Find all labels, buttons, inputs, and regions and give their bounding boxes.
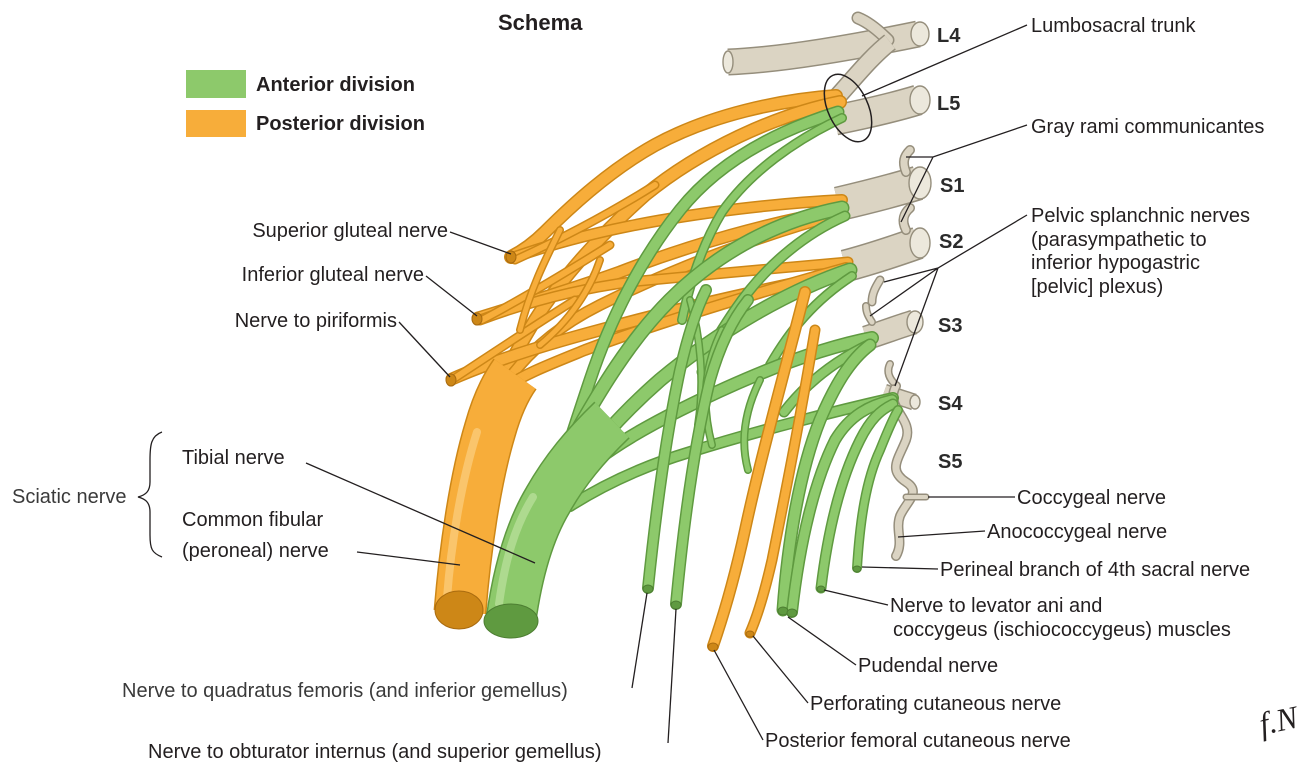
root-label-s3: S3	[938, 315, 962, 337]
quadratus-femoris-cut-end	[643, 585, 653, 593]
leader-perforating-cutaneous	[753, 636, 808, 703]
label-common-fibular-line2: (peroneal) nerve	[182, 540, 329, 562]
root-l5-cut-end	[910, 86, 930, 114]
label-obturator-internus: Nerve to obturator internus (and superio…	[148, 741, 602, 763]
label-inferior-gluteal: Inferior gluteal nerve	[242, 264, 424, 286]
root-label-s1: S1	[940, 175, 964, 197]
root-label-s2: S2	[939, 231, 963, 253]
root-label-s5: S5	[938, 451, 962, 473]
leader-superior-gluteal	[450, 232, 511, 254]
obturator-internus-cut-end	[671, 601, 681, 609]
leader-quadratus-femoris	[632, 593, 647, 688]
leader-posterior-femoral-cutaneous	[714, 650, 763, 740]
root-label-l5: L5	[937, 93, 960, 115]
label-sciatic: Sciatic nerve	[12, 486, 127, 508]
leader-pudendal	[788, 617, 856, 665]
posterior-femoral-cutaneous-cut-end	[708, 643, 718, 651]
sciatic-brace	[138, 432, 162, 557]
leader-anococcygeal	[898, 531, 985, 537]
label-pelvic-splanchnic-line3: inferior hypogastric	[1031, 252, 1200, 274]
label-gray-rami: Gray rami communicantes	[1031, 116, 1264, 138]
label-levator-ani-line2: coccygeus (ischiococcygeus) muscles	[893, 619, 1231, 641]
label-superior-gluteal: Superior gluteal nerve	[252, 220, 448, 242]
perforating-cutaneous-cut-end	[746, 631, 754, 637]
leader-piriformis	[399, 322, 450, 377]
root-s1	[838, 183, 918, 204]
label-pudendal: Pudendal nerve	[858, 655, 998, 677]
leader-perineal-branch	[862, 567, 938, 569]
label-quadratus-femoris: Nerve to quadratus femoris (and inferior…	[122, 680, 568, 702]
diagram-title: Schema	[498, 10, 583, 35]
label-perineal-branch: Perineal branch of 4th sacral nerve	[940, 559, 1250, 581]
pudendal-cut-end	[778, 607, 788, 615]
artist-signature: f.N	[1256, 698, 1303, 742]
label-pelvic-splanchnic-line4: [pelvic] plexus)	[1031, 276, 1163, 298]
legend-swatch-anterior	[186, 70, 246, 98]
legend-swatch-posterior	[186, 110, 246, 137]
label-anococcygeal: Anococcygeal nerve	[987, 521, 1167, 543]
pudendal-cut-end	[787, 609, 797, 617]
piriformis-nerve-cut-end	[446, 374, 456, 386]
legend-label-anterior: Anterior division	[256, 74, 415, 96]
perineal-branch-cut-end	[853, 566, 861, 572]
label-tibial: Tibial nerve	[182, 447, 285, 469]
sciatic-tibial-trunk	[511, 420, 612, 620]
levator-ani-cut-end	[817, 586, 825, 592]
label-piriformis: Nerve to piriformis	[235, 310, 397, 332]
leader-levator-ani	[824, 590, 888, 605]
root-s2-cut-end	[910, 228, 930, 258]
tibial-cut-face	[484, 604, 538, 638]
label-levator-ani-line1: Nerve to levator ani and	[890, 595, 1102, 617]
label-pelvic-splanchnic-line1: Pelvic splanchnic nerves	[1031, 205, 1250, 227]
label-perforating-cutaneous: Perforating cutaneous nerve	[810, 693, 1061, 715]
root-l4-cut-end	[911, 22, 929, 46]
label-lumbosacral-trunk: Lumbosacral trunk	[1031, 15, 1197, 37]
root-label-s4: S4	[938, 393, 963, 415]
root-l4-lumbar-cut-end	[723, 51, 733, 73]
legend-label-posterior: Posterior division	[256, 113, 425, 135]
label-pelvic-splanchnic-line2: (parasympathetic to	[1031, 229, 1207, 251]
common-fibular-cut-face	[435, 591, 483, 629]
label-posterior-femoral-cutaneous: Posterior femoral cutaneous nerve	[765, 730, 1071, 752]
pudendal-nerve-strand	[792, 400, 892, 612]
leader-inferior-gluteal	[426, 276, 477, 316]
label-common-fibular-line1: Common fibular	[182, 509, 324, 531]
leader-obturator-internus	[668, 609, 676, 743]
inferior-gluteal-cut-end	[472, 313, 482, 325]
label-coccygeal: Coccygeal nerve	[1017, 487, 1166, 509]
root-label-l4: L4	[937, 25, 961, 47]
root-s4-cut-end	[910, 395, 920, 409]
